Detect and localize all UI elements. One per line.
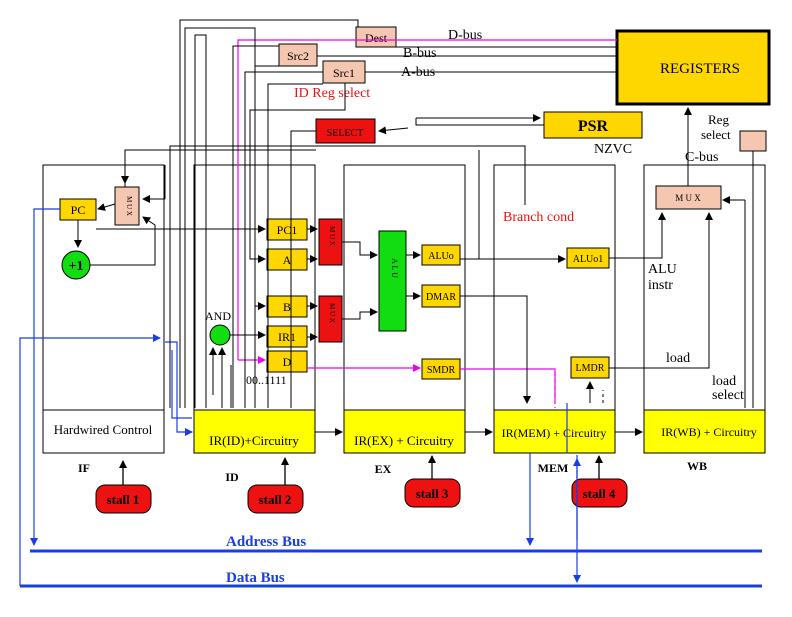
nzvc-label: NZVC (594, 142, 632, 157)
registers-label: REGISTERS (660, 61, 740, 77)
lmdr-label: LMDR (576, 363, 605, 374)
if-mux-box (114, 186, 140, 226)
mem-stage-label: MEM (538, 461, 569, 475)
aluo1-label: ALUo1 (573, 254, 604, 265)
stall-2-label: stall 2 (259, 492, 292, 507)
alu-instr-label-2: instr (648, 278, 673, 293)
registers-box (615, 29, 771, 106)
load-label: load (666, 351, 690, 366)
aluo-label: ALUo (428, 251, 454, 262)
ex-stage-label: EX (375, 462, 392, 476)
id-circuitry-label: IR(ID)+Circuitry (209, 433, 299, 448)
pc1-label: PC1 (277, 223, 298, 237)
and-label: AND (205, 309, 231, 323)
stall-1-label: stall 1 (107, 492, 140, 507)
stall-2-box (247, 484, 304, 514)
dmar-label: DMAR (426, 292, 456, 303)
b-label: B (283, 300, 291, 314)
mem-circuitry-label: IR(MEM) + Circuitry (502, 426, 607, 440)
load-select-label-2: select (712, 388, 744, 403)
aluo-box (421, 244, 461, 266)
wb-circuitry-box (643, 409, 766, 454)
psr-box (543, 111, 643, 139)
reg-select-box (739, 130, 767, 152)
ex-circuitry-label: IR(EX) + Circuitry (354, 433, 454, 448)
d-label: D (283, 355, 292, 369)
ir1-label: IR1 (278, 330, 296, 344)
a-label: A (283, 253, 292, 267)
stall-4-label: stall 4 (583, 486, 616, 501)
wb-stage-label: WB (687, 459, 707, 473)
stall-3-label: stall 3 (416, 486, 449, 501)
address-bus-label: Address Bus (226, 534, 306, 550)
and-gate (209, 324, 231, 346)
hardwired-control-label: Hardwired Control (54, 422, 153, 437)
smdr-label: SMDR (427, 365, 456, 376)
ex-circuitry-box (343, 409, 466, 454)
d-bus-label: D-bus (448, 28, 482, 43)
dest-box (355, 26, 397, 48)
if-stage-box (42, 164, 165, 454)
id-stage-label: ID (225, 470, 239, 484)
select-box (315, 118, 376, 144)
branch-cond-label: Branch cond (503, 210, 574, 225)
id-mux-top-label: M U X (328, 226, 336, 246)
src2-label: Src2 (287, 49, 309, 63)
reg-select-label-1: Reg (708, 112, 729, 127)
mem-circuitry-box (493, 409, 616, 454)
if-mux-label: M U X (125, 196, 133, 216)
src1-label: Src1 (333, 66, 355, 80)
plus-one-label: +1 (69, 259, 84, 274)
if-stage-label: IF (78, 461, 90, 475)
d-box (266, 350, 308, 373)
id-reg-select-label: ID Reg select (294, 86, 370, 101)
wb-mux-label: M U X (675, 193, 701, 203)
alu-box (378, 230, 407, 332)
c-bus-label: C-bus (685, 150, 718, 165)
wb-circuitry-label: IR(WB) + Circuitry (661, 425, 756, 439)
alu-label: A L U (390, 258, 399, 278)
pc-label: PC (71, 203, 86, 217)
dest-label: Dest (365, 31, 388, 45)
psr-label: PSR (578, 118, 609, 135)
reg-select-label-2: select (701, 127, 731, 142)
alu-instr-label-1: ALU (648, 262, 677, 277)
const-label: 00..1111 (246, 373, 287, 387)
select-label: SELECT (327, 128, 364, 139)
load-select-label-1: load (712, 374, 736, 389)
id-mux-bot-label: M U X (328, 303, 336, 323)
data-bus-label: Data Bus (226, 570, 285, 586)
b-bus-label: B-bus (403, 46, 436, 61)
